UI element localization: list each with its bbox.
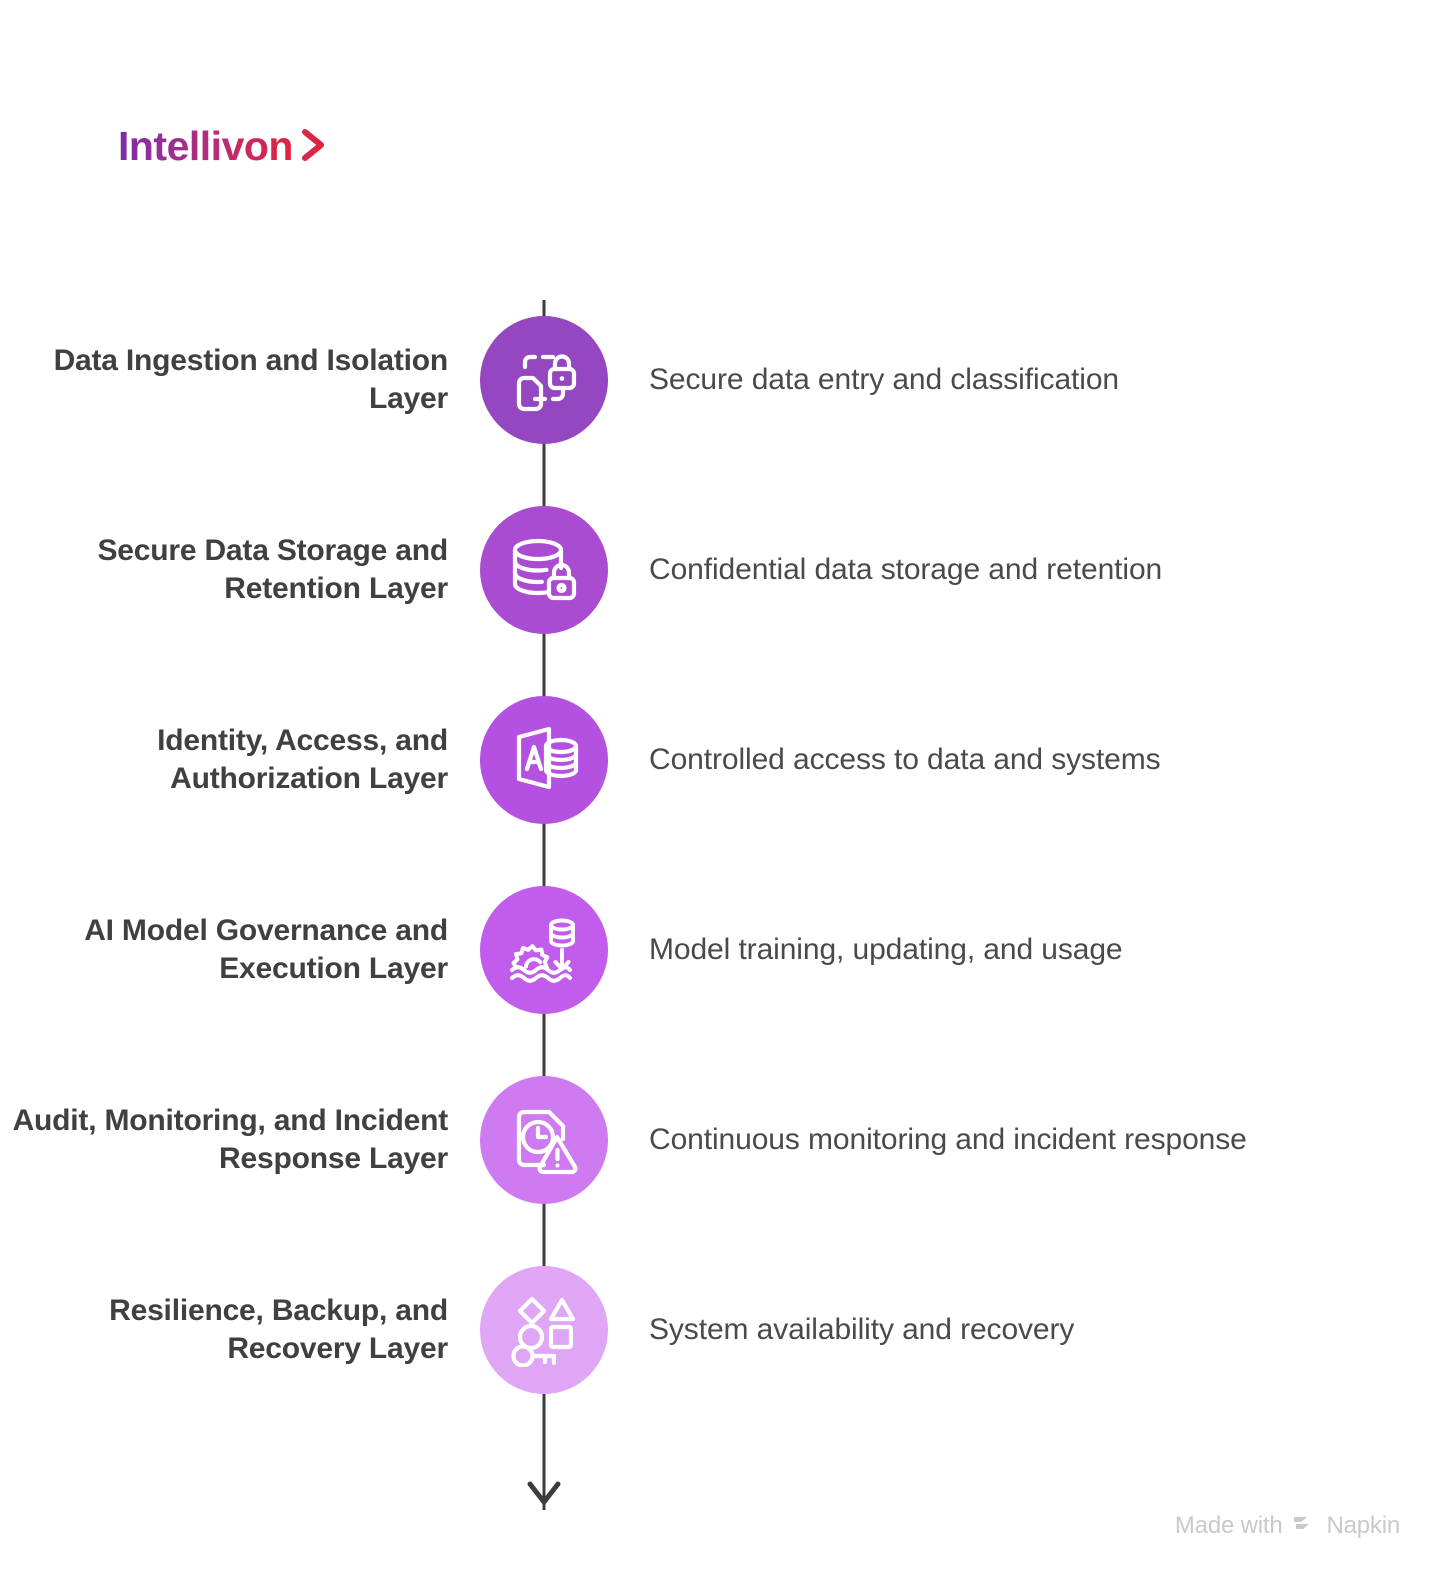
napkin-chevrons-icon [1291,1512,1317,1540]
step-icon-circle[interactable] [480,696,608,824]
flow-step-row: Secure Data Storage and Retention Layer [0,504,1440,636]
watermark-prefix: Made with [1174,1512,1283,1539]
step-node[interactable] [448,696,640,824]
step-description: Controlled access to data and systems [649,743,1161,776]
step-description: Secure data entry and classification [649,363,1119,396]
shapes-key-icon [505,1289,583,1372]
napkin-watermark: Made with Napkin [1175,1512,1400,1540]
step-node[interactable] [448,886,640,1014]
access-card-database-icon [505,719,583,802]
step-description: System availability and recovery [649,1313,1075,1346]
step-icon-circle[interactable] [480,506,608,634]
flow-arrow-head-icon [524,1480,564,1515]
watermark-brand: Napkin [1326,1512,1400,1539]
gear-data-lake-icon [504,908,584,993]
step-icon-circle[interactable] [480,1076,608,1204]
step-description: Continuous monitoring and incident respo… [649,1123,1247,1156]
step-description: Confidential data storage and retention [649,553,1163,586]
step-label: Resilience, Backup, and Recovery Layer [109,1293,448,1365]
step-label: Data Ingestion and Isolation Layer [53,343,449,415]
step-node[interactable] [448,506,640,634]
step-label: Identity, Access, and Authorization Laye… [157,723,448,795]
step-node[interactable] [448,316,640,444]
step-icon-circle[interactable] [480,1266,608,1394]
flow-step-row: Audit, Monitoring, and Incident Response… [0,1074,1440,1206]
layer-flow-diagram: Data Ingestion and Isolation Layer [0,300,1440,1510]
brand-logo: Intellivon [118,124,329,169]
flow-step-row: AI Model Governance and Execution Layer [0,884,1440,1016]
step-label: AI Model Governance and Execution Layer [84,913,448,985]
step-label: Secure Data Storage and Retention Layer [97,533,448,605]
flow-step-row: Resilience, Backup, and Recovery Layer [0,1264,1440,1396]
brand-wordmark: Intellivon [118,123,293,169]
step-node[interactable] [448,1076,640,1204]
data-isolation-lock-icon [505,339,583,422]
database-lock-icon [504,528,584,613]
step-label: Audit, Monitoring, and Incident Response… [12,1103,449,1175]
step-node[interactable] [448,1266,640,1394]
flow-step-row: Data Ingestion and Isolation Layer [0,314,1440,446]
step-icon-circle[interactable] [480,316,608,444]
step-icon-circle[interactable] [480,886,608,1014]
flow-step-row: Identity, Access, and Authorization Laye… [0,694,1440,826]
step-description: Model training, updating, and usage [649,933,1123,966]
chevron-right-icon [299,126,329,169]
document-clock-warning-icon [505,1099,583,1182]
